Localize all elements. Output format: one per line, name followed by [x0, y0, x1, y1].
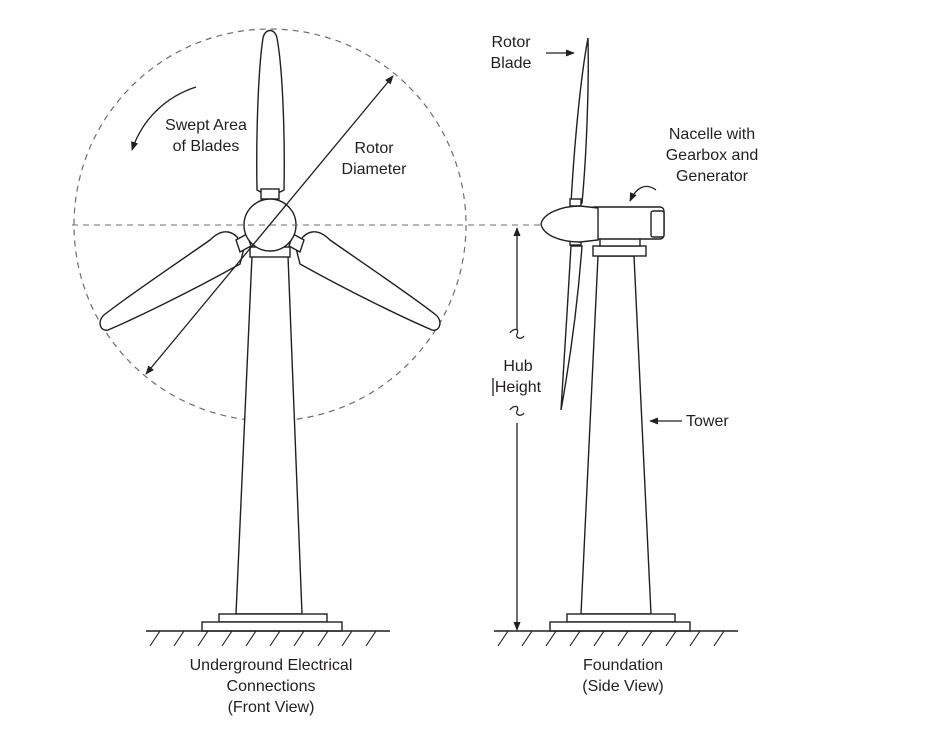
- side-caption-line-2: (Side View): [582, 678, 664, 695]
- tower-label: Tower: [686, 411, 729, 432]
- front-caption-line-2: Connections: [226, 678, 316, 695]
- rotor-blade-line-1: Rotor: [491, 34, 531, 51]
- hub-height-line-1: Hub: [503, 358, 533, 375]
- nacelle-arrow: [629, 185, 657, 202]
- side-tower: [580, 255, 652, 615]
- side-blade-upper: [570, 37, 589, 204]
- front-base-top: [218, 613, 328, 623]
- front-blade-up: [256, 29, 285, 195]
- front-view-caption: Underground Electrical Connections (Fron…: [150, 655, 392, 718]
- hub-height-label: Hub Height: [486, 356, 550, 398]
- rotor-blade-line-2: Blade: [490, 55, 532, 72]
- rotor-diameter-arrow: [145, 75, 394, 375]
- side-ground-hatch: [497, 630, 725, 647]
- front-base-bottom: [201, 621, 343, 632]
- nacelle-line-1: Nacelle with: [668, 126, 756, 143]
- side-blade-lower: [560, 245, 583, 411]
- swept-area-arrow: [131, 86, 197, 151]
- front-caption-line-1: Underground Electrical: [189, 657, 353, 674]
- swept-area-line-1: Swept Area: [165, 117, 247, 134]
- front-root-top: [260, 188, 280, 200]
- hub-height-break-top: [509, 328, 525, 339]
- front-blade-right: [295, 231, 441, 331]
- tower-label-text: Tower: [686, 413, 729, 430]
- swept-area-line-2: of Blades: [172, 138, 240, 155]
- rotor-diameter-line-1: Rotor: [354, 140, 394, 157]
- side-spinner: [540, 205, 599, 243]
- side-blade-root-upper: [569, 198, 582, 207]
- front-caption-line-3: (Front View): [227, 699, 315, 716]
- side-view-caption: Foundation (Side View): [548, 655, 698, 697]
- front-view: [72, 28, 560, 647]
- nacelle-line-2: Gearbox and: [665, 147, 759, 164]
- rotor-diameter-label: Rotor Diameter: [330, 138, 418, 180]
- swept-area-label: Swept Area of Blades: [156, 115, 256, 157]
- front-ground-hatch: [149, 630, 377, 647]
- hub-height-line-2: Height: [494, 379, 542, 396]
- nacelle-label: Nacelle with Gearbox and Generator: [650, 124, 774, 187]
- side-nacelle-rear: [650, 210, 665, 238]
- side-view: [492, 37, 738, 647]
- side-yaw-ring: [592, 245, 647, 257]
- nacelle-line-3: Generator: [675, 168, 749, 185]
- front-tower: [235, 255, 303, 615]
- side-base-bottom: [549, 621, 691, 632]
- rotor-blade-label: Rotor Blade: [478, 32, 544, 74]
- hub-height-break-bottom: [509, 405, 525, 416]
- rotor-diameter-line-2: Diameter: [341, 161, 407, 178]
- side-base-top: [566, 613, 676, 623]
- swept-area-circle: [73, 28, 467, 422]
- side-caption-line-1: Foundation: [582, 657, 664, 674]
